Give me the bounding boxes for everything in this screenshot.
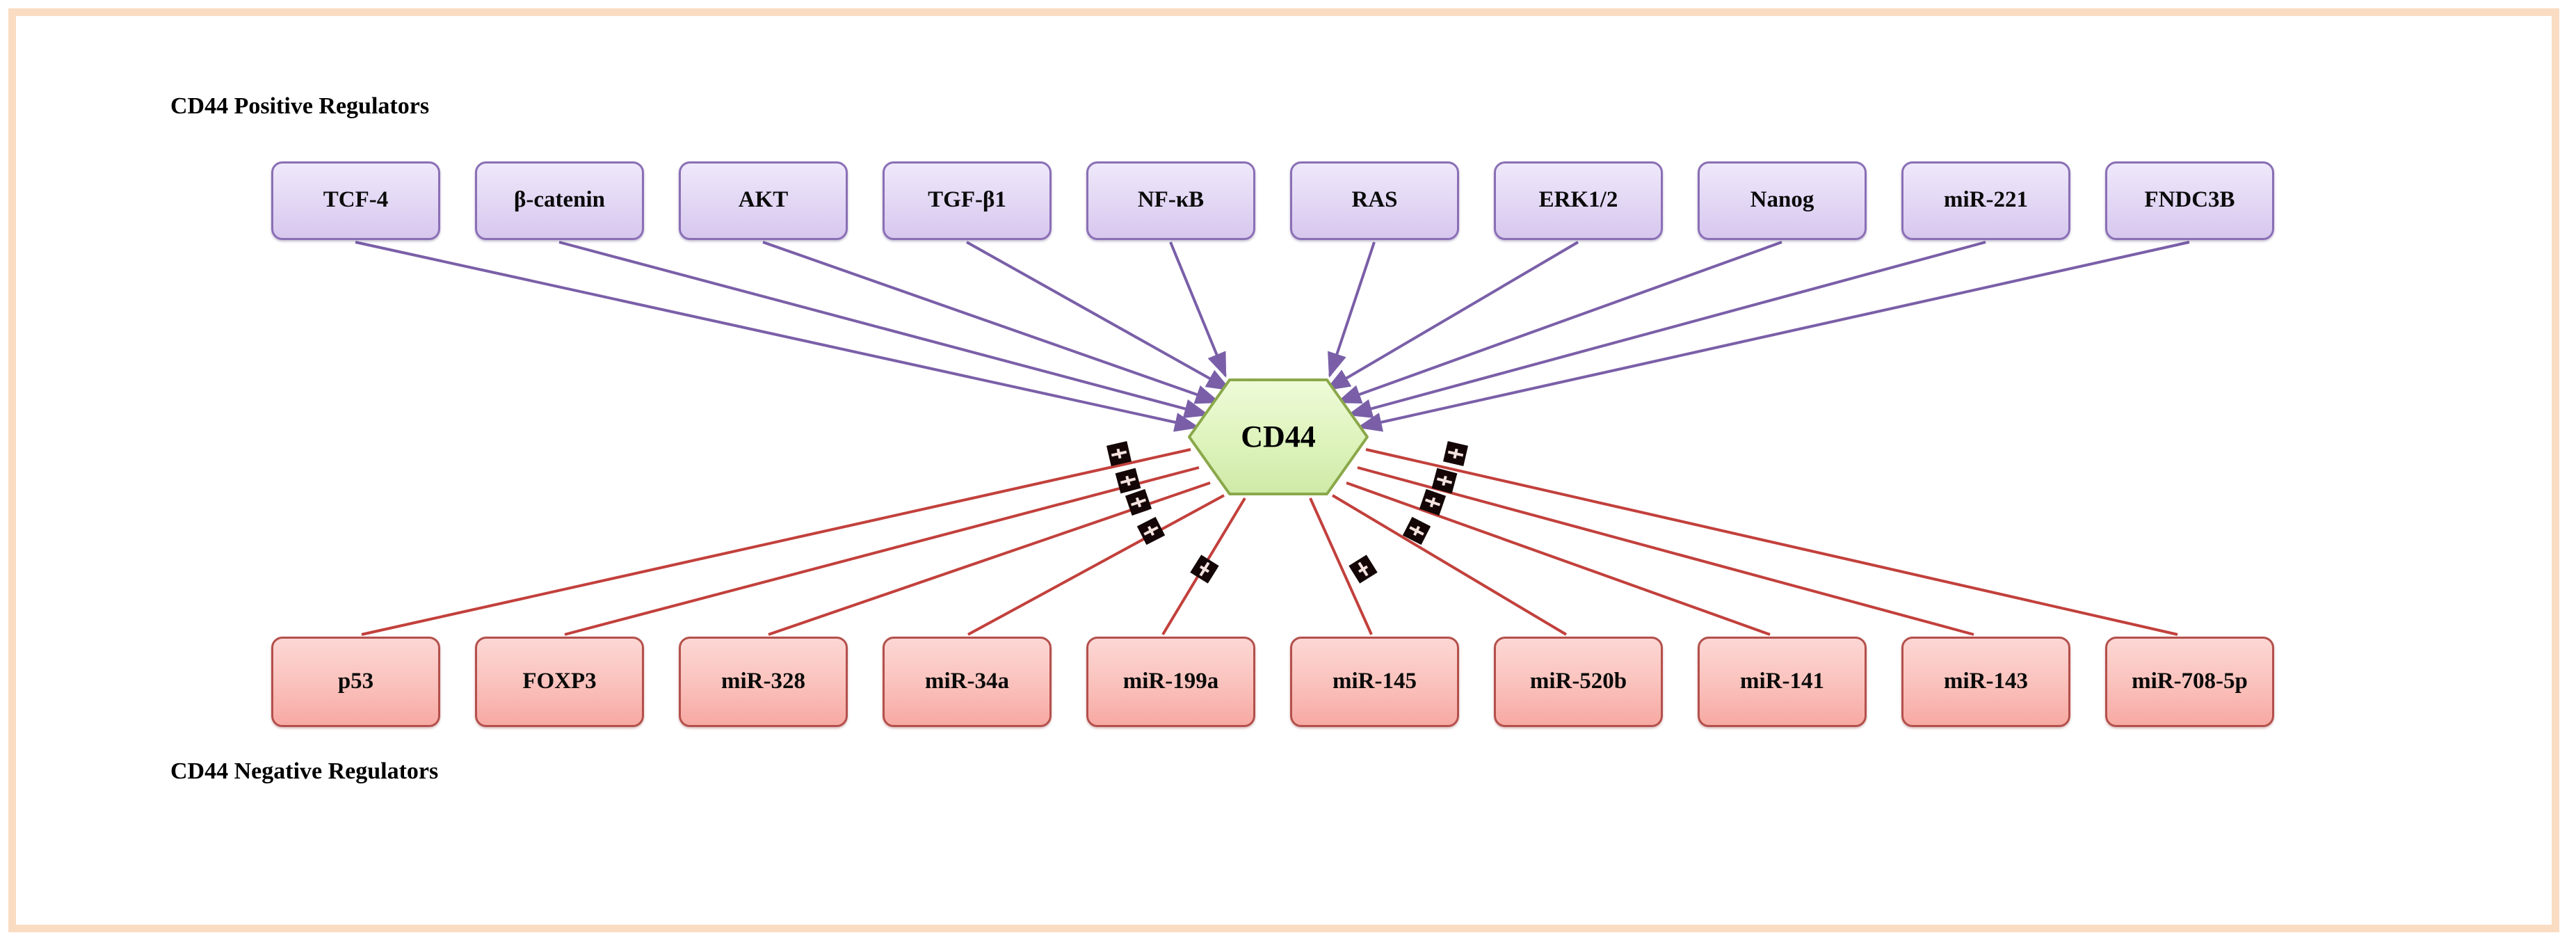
negative-regulators-caption: CD44 Negative Regulators [170,758,439,784]
node-label: AKT [738,187,789,212]
node-nanog[interactable]: Nanog [1698,161,1867,240]
node-label: NF-κB [1137,187,1205,212]
node-label: TGF-β1 [928,187,1006,212]
node-mir-708-5p[interactable]: miR-708-5p [2105,637,2274,727]
edge-foxp3-to-cd44 [564,466,1200,636]
node-label: β-catenin [513,187,606,212]
edge-tcf4-to-cd44 [355,241,1200,432]
node-label: TCF-4 [323,187,389,212]
cd44-node[interactable]: CD44 [1189,380,1367,495]
edge-p53-to-cd44 [361,448,1191,636]
edge-ras-to-cd44 [1328,241,1376,378]
node-mir-145[interactable]: miR-145 [1290,637,1459,727]
edge-mir145-to-cd44 [1309,497,1373,635]
node-fndc3b[interactable]: FNDC3B [2105,161,2274,240]
node-label: miR-221 [1944,187,2028,212]
edge-fndc3b-to-cd44 [1356,241,2190,432]
node-mir-221[interactable]: miR-221 [1901,161,2070,240]
edge-nanog-to-cd44 [1335,241,1782,404]
node-mir-34a[interactable]: miR-34a [883,637,1052,727]
node-mir-328[interactable]: miR-328 [679,637,848,727]
edge-mir221-to-cd44 [1346,241,1986,418]
edge-mir520b-to-cd44 [1331,494,1568,636]
edge-mir34a-to-cd44 [967,494,1225,636]
cd44-hexagon [1188,378,1369,495]
node-tgf-beta1[interactable]: TGF-β1 [883,161,1052,240]
node-label: FOXP3 [522,668,597,694]
edge-erk12-to-cd44 [1325,241,1579,391]
node-beta-catenin[interactable]: β-catenin [475,161,644,240]
node-nf-kb[interactable]: NF-κB [1086,161,1255,240]
edge-nfkb-to-cd44 [1169,241,1227,378]
edge-bcatenin-to-cd44 [558,241,1210,419]
node-label: miR-141 [1740,668,1824,694]
negative-edges [361,448,2178,636]
node-label: ERK1/2 [1538,187,1618,212]
node-label: miR-520b [1529,668,1627,694]
node-label: miR-708-5p [2132,668,2248,694]
edge-mir708-5p-to-cd44 [1365,448,2178,636]
node-label: miR-145 [1333,668,1417,694]
edge-akt-to-cd44 [762,241,1221,404]
node-label: p53 [337,668,374,694]
node-label: miR-34a [925,668,1009,694]
edge-mir141-to-cd44 [1346,481,1771,636]
node-mir-199a[interactable]: miR-199a [1086,637,1255,727]
node-label: RAS [1351,187,1398,212]
node-label: miR-143 [1944,668,2028,694]
node-foxp3[interactable]: FOXP3 [475,637,644,727]
node-tcf-4[interactable]: TCF-4 [271,161,440,240]
node-mir-520b[interactable]: miR-520b [1494,637,1663,727]
node-label: Nanog [1750,187,1814,212]
node-label: miR-328 [721,668,805,694]
node-erk1-2[interactable]: ERK1/2 [1494,161,1663,240]
positive-regulators-caption: CD44 Positive Regulators [170,93,430,119]
node-mir-141[interactable]: miR-141 [1698,637,1867,727]
cd44-label: CD44 [1241,419,1316,454]
node-mir-143[interactable]: miR-143 [1901,637,2070,727]
positive-edges [355,241,2190,432]
node-label: miR-199a [1122,668,1219,694]
node-p53[interactable]: p53 [271,637,440,727]
node-ras[interactable]: RAS [1290,161,1459,240]
node-akt[interactable]: AKT [679,161,848,240]
edge-tgfb1-to-cd44 [966,241,1232,391]
edge-mir143-to-cd44 [1357,466,1974,636]
node-label: FNDC3B [2144,187,2235,212]
